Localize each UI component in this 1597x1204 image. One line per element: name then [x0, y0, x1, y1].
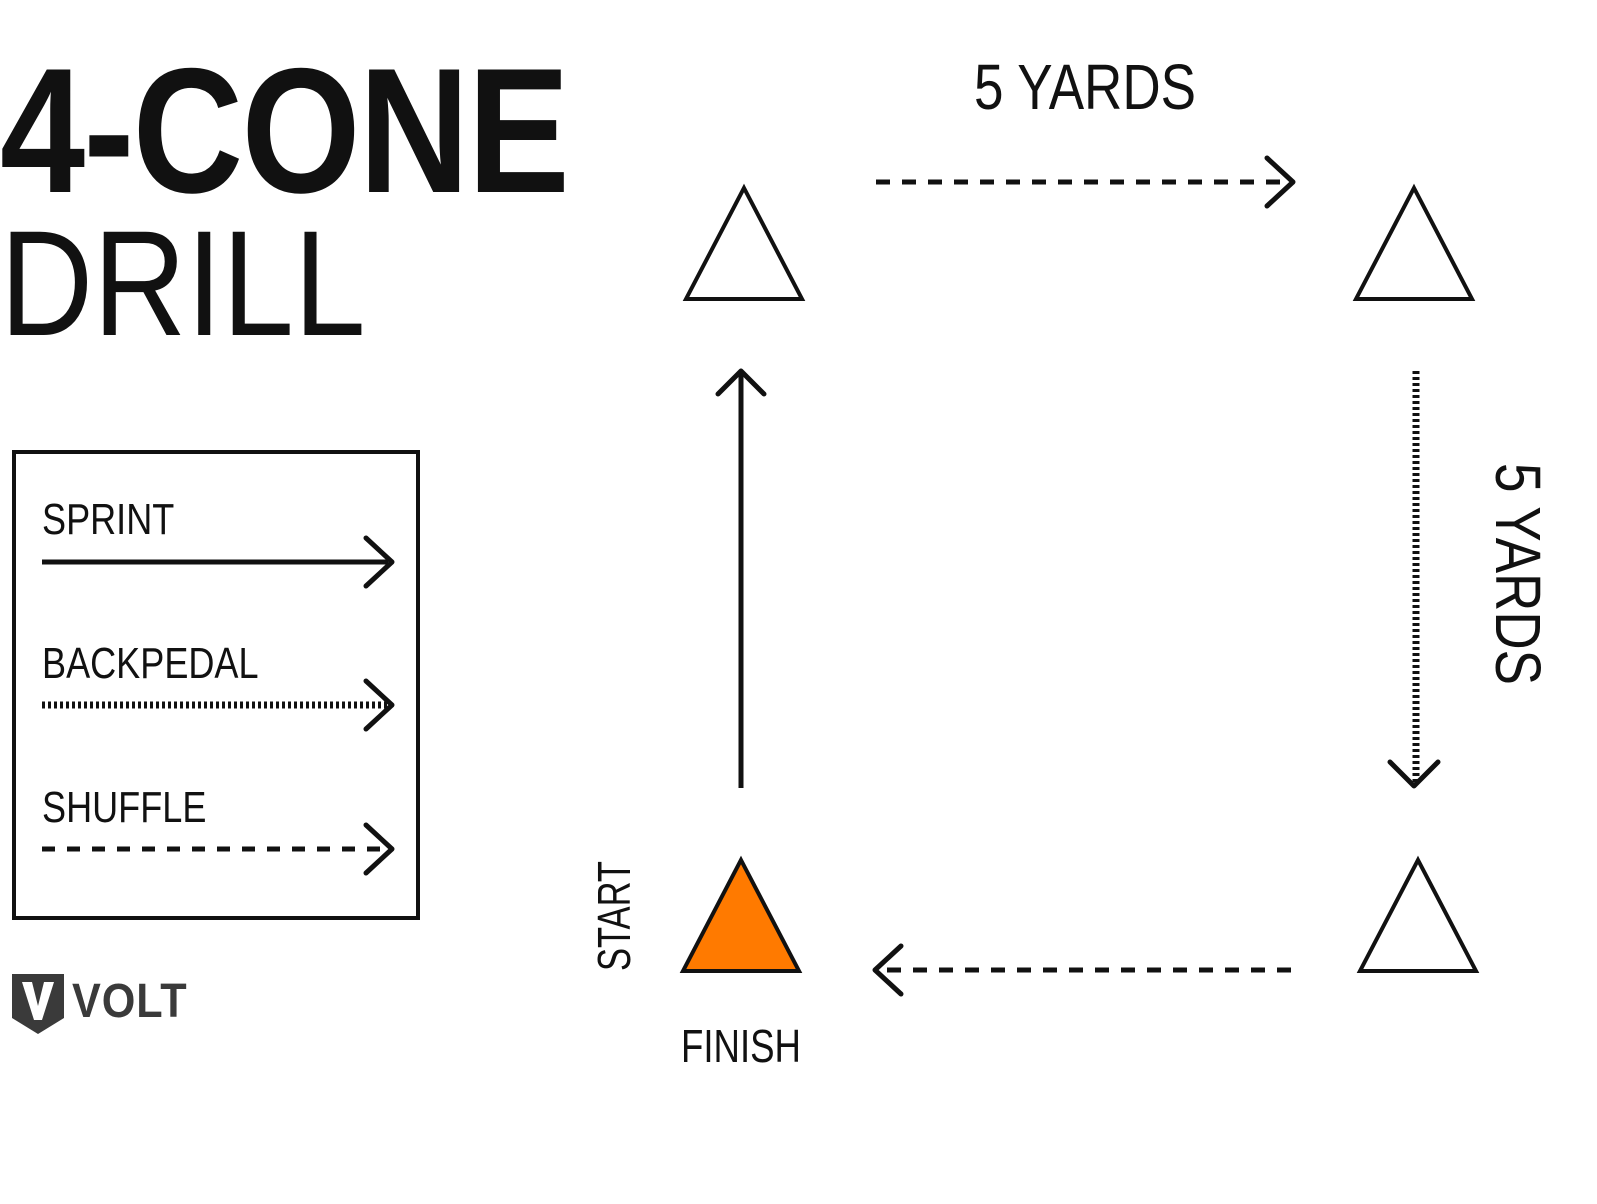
volt-logo: VOLT [10, 968, 200, 1038]
legend-label-shuffle: SHUFFLE [42, 783, 207, 832]
legend-shuffle-arrow [42, 822, 395, 876]
legend: SPRINT BACKPEDAL SHUFFLE [12, 450, 420, 920]
cone-top-left [682, 183, 806, 301]
cone-top-right [1352, 183, 1476, 301]
cone-start [679, 855, 803, 973]
legend-label-backpedal: BACKPEDAL [42, 639, 259, 688]
cone-bottom-right [1356, 855, 1480, 973]
backpedal-arrow [1387, 371, 1441, 789]
top-distance-label: 5 YARDS [974, 51, 1196, 123]
title-line-1: 4-CONE [0, 31, 570, 230]
title-line-2: DRILL [0, 199, 366, 367]
sprint-arrow [715, 368, 767, 788]
shuffle-arrow-bottom [872, 943, 1291, 997]
legend-label-sprint: SPRINT [42, 495, 175, 544]
right-distance-label: 5 YARDS [1482, 463, 1554, 685]
volt-wordmark: VOLT [72, 975, 188, 1028]
start-label: START [588, 861, 640, 971]
legend-arrows [42, 535, 395, 876]
finish-label: FINISH [681, 1020, 801, 1072]
volt-shield-icon [12, 974, 64, 1034]
shuffle-arrow-top [876, 155, 1296, 209]
legend-sprint-arrow [42, 535, 395, 589]
legend-backpedal-arrow [42, 678, 395, 732]
